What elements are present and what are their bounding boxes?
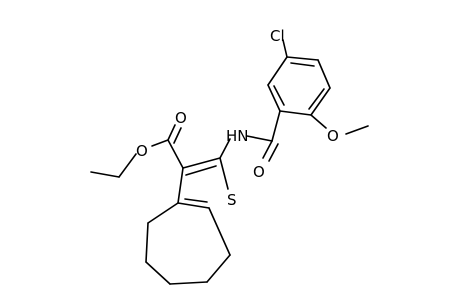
ester-ethyl-bond-2 xyxy=(90,171,120,178)
cycloheptane-ring xyxy=(145,202,231,285)
atom-o-ester-single-label: O xyxy=(136,142,148,160)
atom-s-label: S xyxy=(227,191,237,209)
atom-nh-label: HN xyxy=(226,127,249,145)
n-thiophene-bond xyxy=(219,138,231,159)
atom-o-ester-double-label: O xyxy=(175,109,187,127)
thiophene-ring xyxy=(177,157,229,209)
c-o-methoxy-bond xyxy=(310,114,327,129)
atom-o-methoxy-label: O xyxy=(327,127,339,145)
o-methyl-bond xyxy=(345,125,369,135)
ring-carbonyl-bond xyxy=(271,110,281,142)
ester-ethyl-bond-1 xyxy=(118,153,137,178)
atom-o-ketone-label: O xyxy=(253,163,265,181)
ester-co-bond-1 xyxy=(167,124,176,141)
atom-cl-label: Cl xyxy=(270,27,285,45)
amide-co-bond-1 xyxy=(262,140,273,159)
thiophene-ester-bond xyxy=(167,139,184,169)
ester-co-single-bond xyxy=(151,139,169,147)
amide-co-bond-2 xyxy=(268,143,279,162)
carbonyl-n-bond xyxy=(246,135,273,142)
ester-co-bond-2 xyxy=(173,127,182,144)
c-cl-bond xyxy=(282,39,288,58)
benzene-ring xyxy=(267,56,331,116)
